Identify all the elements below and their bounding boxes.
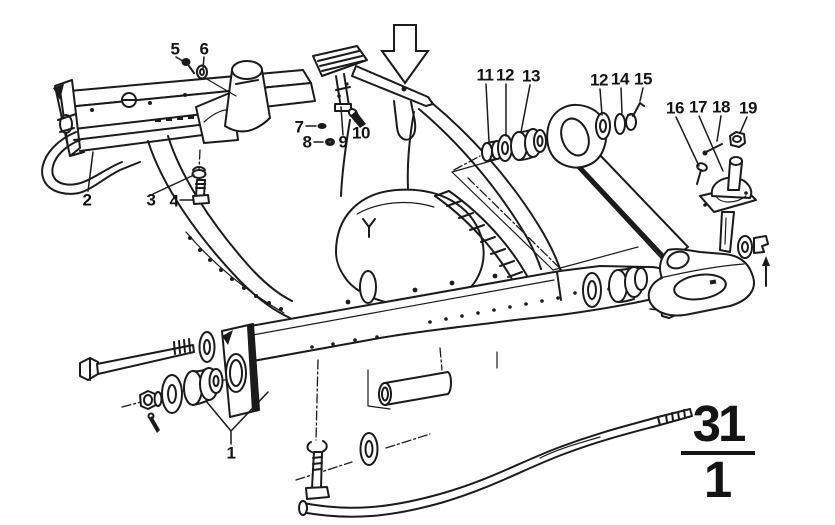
lower-bushing-set [582, 266, 677, 319]
callout-label: 5 [171, 40, 180, 59]
callout-label: 17 [689, 98, 707, 117]
callout-label: 7 [295, 118, 304, 137]
callout-label: 4 [170, 192, 180, 211]
right-small-parts [737, 235, 770, 287]
callout-label: 1 [227, 444, 236, 463]
callout-label: 6 [200, 40, 209, 59]
front-crossmember-beam [57, 69, 316, 130]
control-arm-bushings [481, 128, 547, 162]
callout-label: 13 [522, 67, 540, 86]
section-number-denominator: 1 [703, 451, 733, 508]
ball-joint-assembly [696, 131, 757, 253]
callout-label: 9 [339, 133, 348, 152]
support-bracket-blade [312, 45, 434, 112]
callout-label: 15 [634, 70, 652, 89]
callout-label: 3 [147, 191, 156, 210]
steering-knuckle-bracket [647, 248, 755, 317]
small-fasteners [317, 108, 366, 146]
tension-strut-rod [298, 408, 693, 518]
callout-label: 18 [712, 98, 730, 117]
bolt-and-washer-small [181, 58, 237, 97]
axle-carrier-body [147, 100, 562, 319]
arm-pivot-fasteners [595, 102, 645, 140]
red-highlight-arrow-icon [380, 24, 430, 85]
jack-tower [195, 60, 271, 144]
callout-label: 16 [666, 99, 684, 118]
callout-label: 10 [352, 124, 370, 143]
callout-label: 14 [611, 70, 630, 89]
callout-label: 11 [477, 66, 494, 85]
section-number-fraction: 31 1 [681, 397, 755, 505]
callout-label: 2 [83, 191, 92, 210]
spacer-sleeve-and-bolt [305, 351, 498, 500]
bracket-bolt-group [191, 166, 210, 205]
callout-leader-lines [87, 56, 748, 445]
beam-mount-plate [221, 323, 260, 418]
section-number-numerator: 31 [681, 397, 755, 455]
callout-label: 12 [496, 66, 514, 85]
mount-bolt-stack [79, 331, 224, 433]
callout-label: 19 [739, 99, 757, 118]
callout-label: 8 [303, 133, 312, 152]
callout-label: 12 [590, 71, 608, 90]
